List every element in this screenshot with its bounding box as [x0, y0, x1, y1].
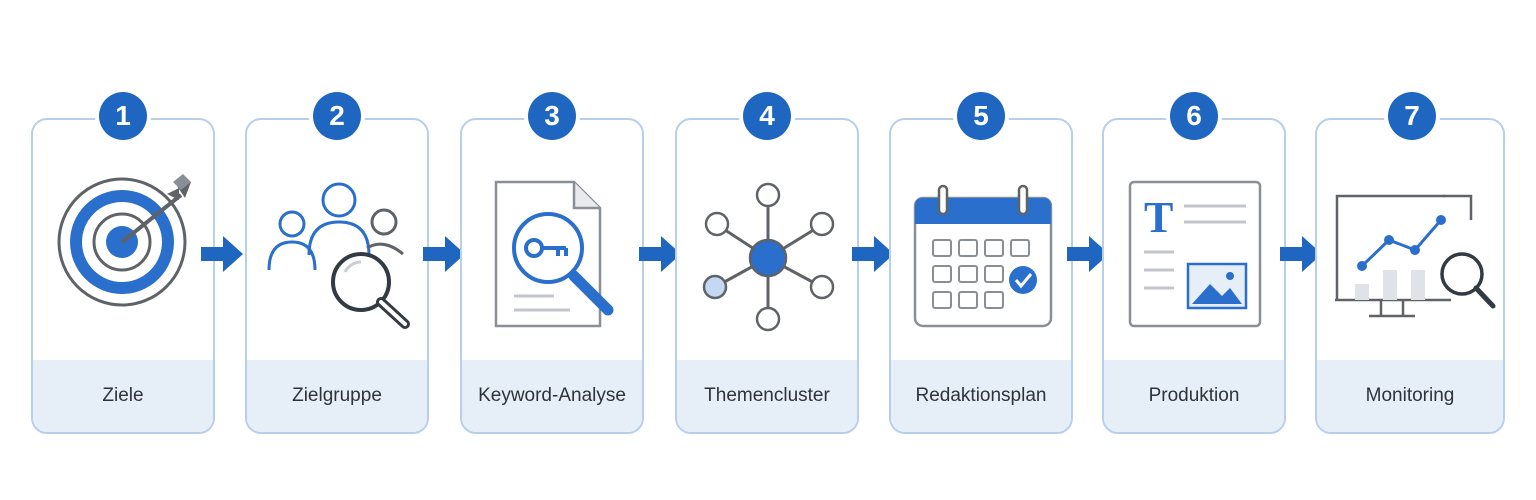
content-document-icon: T: [1128, 180, 1262, 328]
target-icon: [57, 174, 191, 307]
arrow-right-icon: [639, 236, 681, 277]
analytics-monitor-icon: [1335, 194, 1496, 318]
step-label: Redaktionsplan: [891, 360, 1071, 432]
network-cluster-icon: [702, 182, 835, 332]
step-number-badge: 6: [1170, 92, 1218, 140]
step-number-badge: 2: [313, 92, 361, 140]
step-card-7: Monitoring: [1315, 118, 1505, 434]
step-number-badge: 3: [528, 92, 576, 140]
step-label: Produktion: [1104, 360, 1284, 432]
keyword-document-icon: [494, 180, 614, 328]
svg-text:T: T: [1144, 193, 1173, 242]
step-card-2: Zielgruppe: [245, 118, 429, 434]
arrow-right-icon: [852, 236, 894, 277]
arrow-right-icon: [201, 236, 243, 277]
step-number-badge: 7: [1388, 92, 1436, 140]
step-card-4: Themencluster: [675, 118, 859, 434]
step-card-5: Redaktionsplan: [889, 118, 1073, 434]
arrow-right-icon: [1067, 236, 1109, 277]
step-label: Zielgruppe: [247, 360, 427, 432]
step-card-1: Ziele: [31, 118, 215, 434]
calendar-icon: [913, 184, 1053, 328]
arrow-right-icon: [423, 236, 465, 277]
arrow-right-icon: [1280, 236, 1322, 277]
step-number-badge: 5: [957, 92, 1005, 140]
step-card-6: T Produktion: [1102, 118, 1286, 434]
audience-search-icon: [267, 182, 410, 329]
step-card-3: Keyword-Analyse: [460, 118, 644, 434]
step-number-badge: 4: [743, 92, 791, 140]
step-label: Monitoring: [1317, 360, 1503, 432]
step-label: Themencluster: [677, 360, 857, 432]
step-label: Keyword-Analyse: [462, 360, 642, 432]
step-label: Ziele: [33, 360, 213, 432]
step-number-badge: 1: [99, 92, 147, 140]
